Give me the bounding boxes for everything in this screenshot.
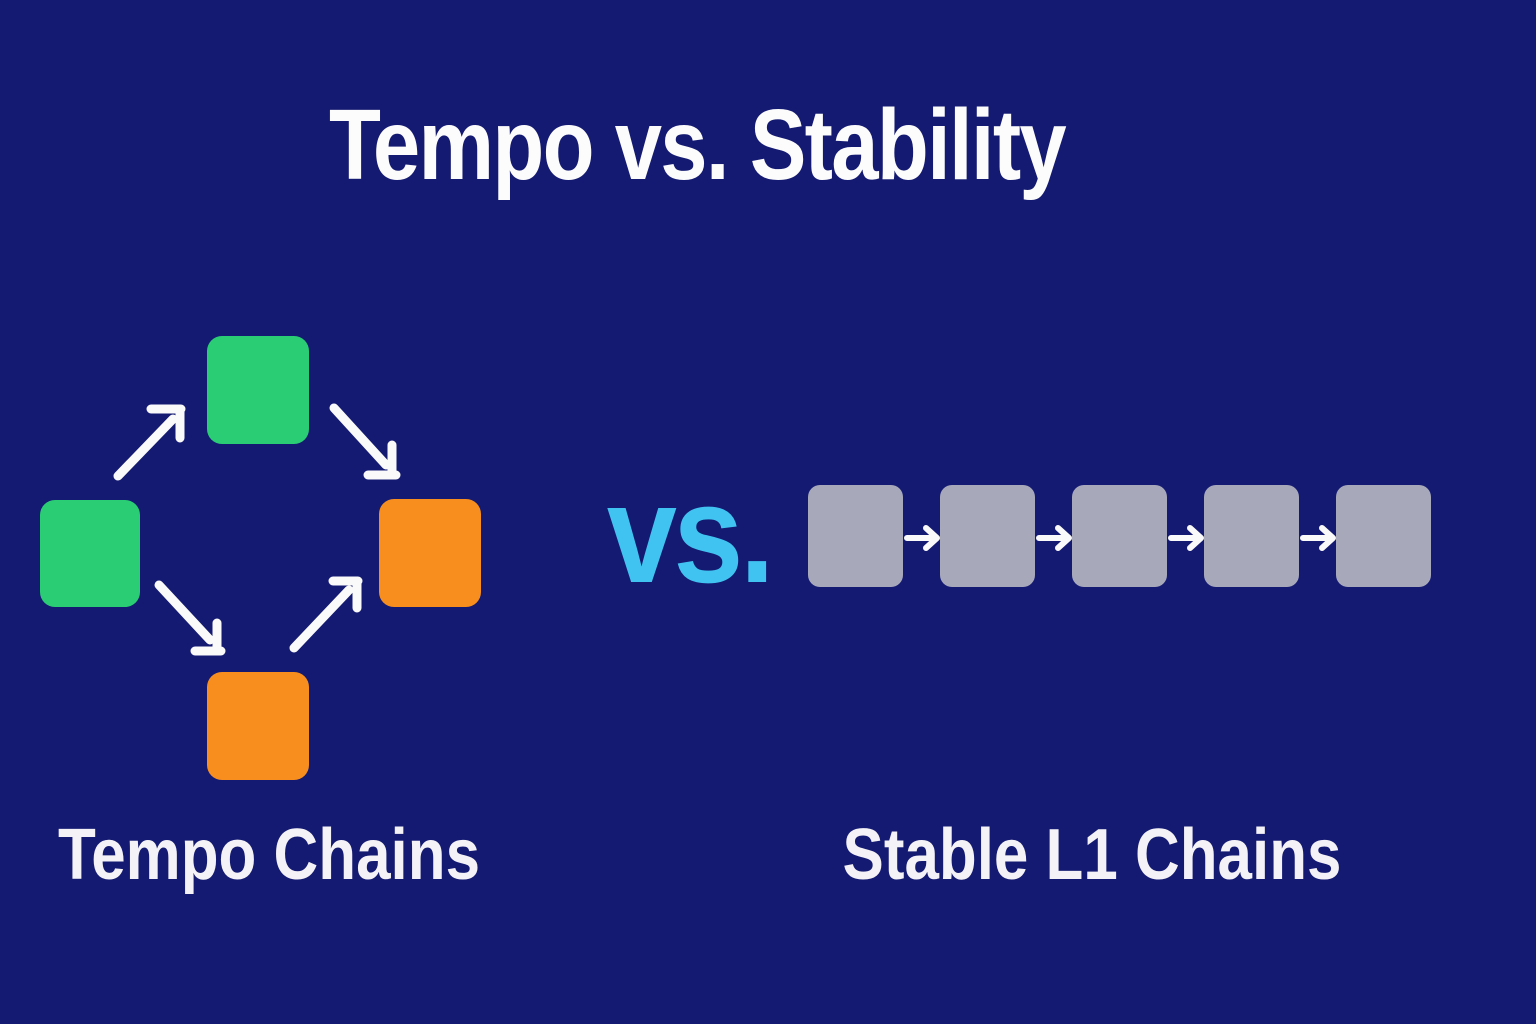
arrow-left-to-top-icon: [113, 404, 186, 481]
stable-block-5: [1336, 485, 1431, 587]
arrow-bottom-to-right-icon: [289, 576, 363, 653]
arrow-chain-3-icon: [1168, 525, 1204, 551]
stable-l1-chains-label: Stable L1 Chains: [802, 819, 1382, 891]
page-title: Tempo vs. Stability: [264, 95, 1130, 195]
arrow-top-to-right-icon: [329, 403, 401, 480]
tempo-block-right: [379, 499, 481, 607]
stable-block-3: [1072, 485, 1167, 587]
stable-block-2: [940, 485, 1035, 587]
tempo-block-top: [207, 336, 309, 444]
page-title-text: Tempo vs. Stability: [328, 89, 1067, 201]
vs-separator-text: vs.: [606, 455, 775, 612]
arrow-chain-2-icon: [1036, 525, 1072, 551]
tempo-chains-label-text: Tempo Chains: [57, 815, 481, 895]
arrow-left-to-bottom-icon: [154, 580, 226, 656]
arrow-chain-1-icon: [904, 525, 940, 551]
tempo-block-bottom: [207, 672, 309, 780]
tempo-block-left: [40, 500, 140, 607]
arrow-chain-4-icon: [1300, 525, 1336, 551]
stable-block-4: [1204, 485, 1299, 587]
tempo-chains-label: Tempo Chains: [24, 819, 515, 891]
vs-separator: vs.: [598, 464, 781, 604]
stable-block-1: [808, 485, 903, 587]
stable-l1-chains-label-text: Stable L1 Chains: [842, 815, 1342, 895]
